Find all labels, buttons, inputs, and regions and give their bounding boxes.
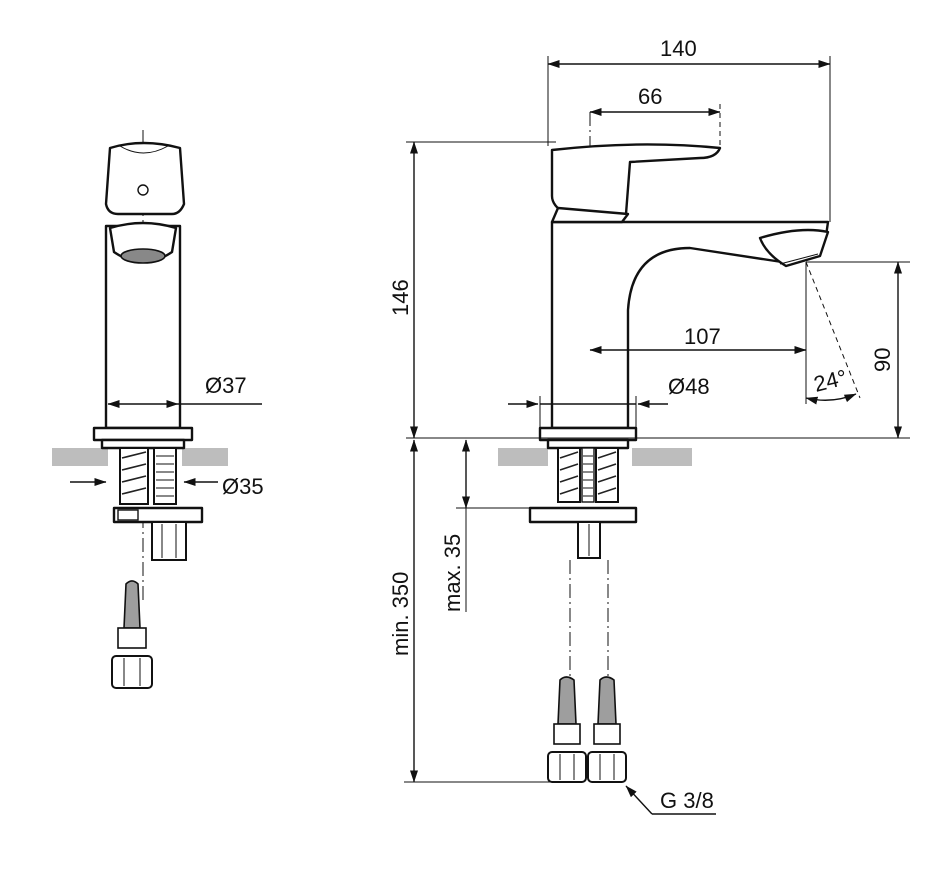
dim-height-label: 146: [388, 279, 413, 316]
front-flange-ring: [546, 438, 630, 450]
side-handle-crease: [119, 145, 169, 154]
dim-thread-leader: [625, 785, 653, 815]
front-hose-left-nut: [547, 751, 587, 783]
dim-spout-reach-label: 107: [684, 324, 721, 349]
side-countertop-left: [52, 448, 108, 466]
side-stud-thread: [156, 455, 174, 497]
front-shank-right-hatch: [597, 451, 617, 495]
dim-hole-label: Ø35: [222, 474, 264, 499]
side-flange-ring: [100, 438, 186, 450]
front-hose-right: [597, 676, 617, 725]
side-aerator: [120, 248, 166, 264]
side-handle-dot: [137, 184, 149, 196]
dim-spray-angle-label: 24°: [811, 365, 849, 397]
dim-max-thickness-label: max. 35: [440, 534, 465, 612]
side-flange: [92, 426, 194, 442]
dim-side-body-label: Ø37: [205, 373, 247, 398]
side-hose-ferrule: [117, 627, 147, 649]
front-fixing-plate: [528, 506, 638, 524]
spray-angle-line: [805, 261, 861, 399]
dim-handle-offset-label: 66: [638, 84, 662, 109]
front-hose-left-ferrule: [553, 723, 581, 745]
front-countertop-left: [498, 448, 548, 466]
side-view: Ø37 Ø35: [52, 130, 264, 689]
front-spout-tip: [758, 228, 830, 268]
front-hose-right-ferrule: [593, 723, 621, 745]
side-shank-hatch: [121, 451, 147, 495]
front-hose-right-nut: [587, 751, 627, 783]
dim-overall-length-label: 140: [660, 36, 697, 61]
front-hose-left: [557, 676, 577, 725]
front-stud-thread: [583, 455, 593, 497]
side-stud: [153, 447, 177, 505]
front-lever-handle: [550, 143, 722, 220]
side-hose-nut: [111, 655, 153, 689]
dim-spray-angle-arc: [805, 393, 857, 405]
front-view: 140 66 146 107 90 24° Ø48 max. 35: [388, 36, 910, 815]
side-hose: [123, 580, 141, 629]
front-shank-hatch: [559, 451, 579, 495]
side-plate-slot: [117, 509, 139, 521]
side-fixing-nut: [151, 521, 187, 561]
dim-thread-label: G 3/8: [660, 788, 714, 813]
side-handle: [104, 141, 186, 216]
front-countertop-right: [632, 448, 692, 466]
dim-min-hose-label: min. 350: [388, 572, 413, 656]
side-countertop-right: [182, 448, 228, 466]
dim-body-label: Ø48: [668, 374, 710, 399]
dim-spout-height-label: 90: [870, 348, 895, 372]
front-aerator-face: [779, 253, 819, 265]
front-handle-base: [550, 206, 630, 224]
